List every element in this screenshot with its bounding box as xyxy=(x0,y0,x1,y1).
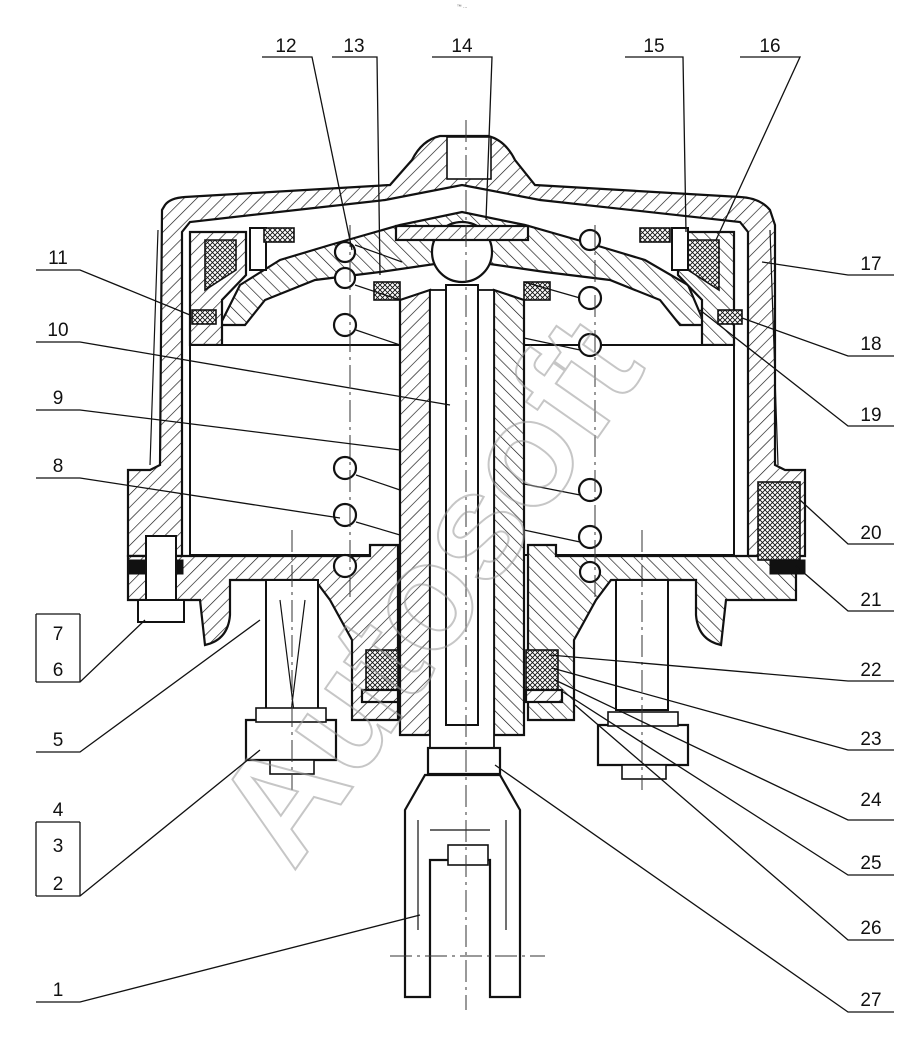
label-1: 1 xyxy=(53,980,64,1001)
label-24: 24 xyxy=(860,790,882,811)
label-18: 18 xyxy=(860,334,881,355)
label-6: 6 xyxy=(53,660,64,681)
label-12: 12 xyxy=(275,36,296,57)
label-27: 27 xyxy=(860,990,881,1011)
label-13: 13 xyxy=(343,36,364,57)
part-labels: 1 2 3 4 5 6 7 8 9 10 11 12 13 14 15 16 1… xyxy=(47,36,882,1011)
label-2: 2 xyxy=(53,874,64,895)
label-25: 25 xyxy=(860,853,881,874)
label-3: 3 xyxy=(53,836,64,857)
label-4: 4 xyxy=(53,800,64,821)
right-diaphragm-clamp xyxy=(639,227,743,347)
drain-bolt xyxy=(137,535,185,623)
breather-plug xyxy=(757,481,801,561)
label-22: 22 xyxy=(860,660,881,681)
clevis-yoke xyxy=(403,746,522,999)
left-diaphragm-clamp xyxy=(188,227,295,347)
label-17: 17 xyxy=(860,254,881,275)
label-16: 16 xyxy=(759,36,780,57)
push-rod xyxy=(394,220,530,726)
top-cover xyxy=(126,134,807,558)
label-23: 23 xyxy=(860,729,881,750)
label-10: 10 xyxy=(47,320,68,341)
label-7: 7 xyxy=(53,624,64,645)
label-19: 19 xyxy=(860,405,881,426)
label-14: 14 xyxy=(451,36,473,57)
label-20: 20 xyxy=(860,523,881,544)
header-mark: ™ ... xyxy=(457,4,468,10)
label-9: 9 xyxy=(53,388,64,409)
label-5: 5 xyxy=(53,730,64,751)
label-11: 11 xyxy=(48,248,68,269)
label-8: 8 xyxy=(53,456,64,477)
label-26: 26 xyxy=(860,918,881,939)
label-15: 15 xyxy=(643,36,664,57)
right-mounting-bolt xyxy=(596,579,690,780)
leader-lines xyxy=(35,56,894,1013)
label-21: 21 xyxy=(860,590,881,611)
